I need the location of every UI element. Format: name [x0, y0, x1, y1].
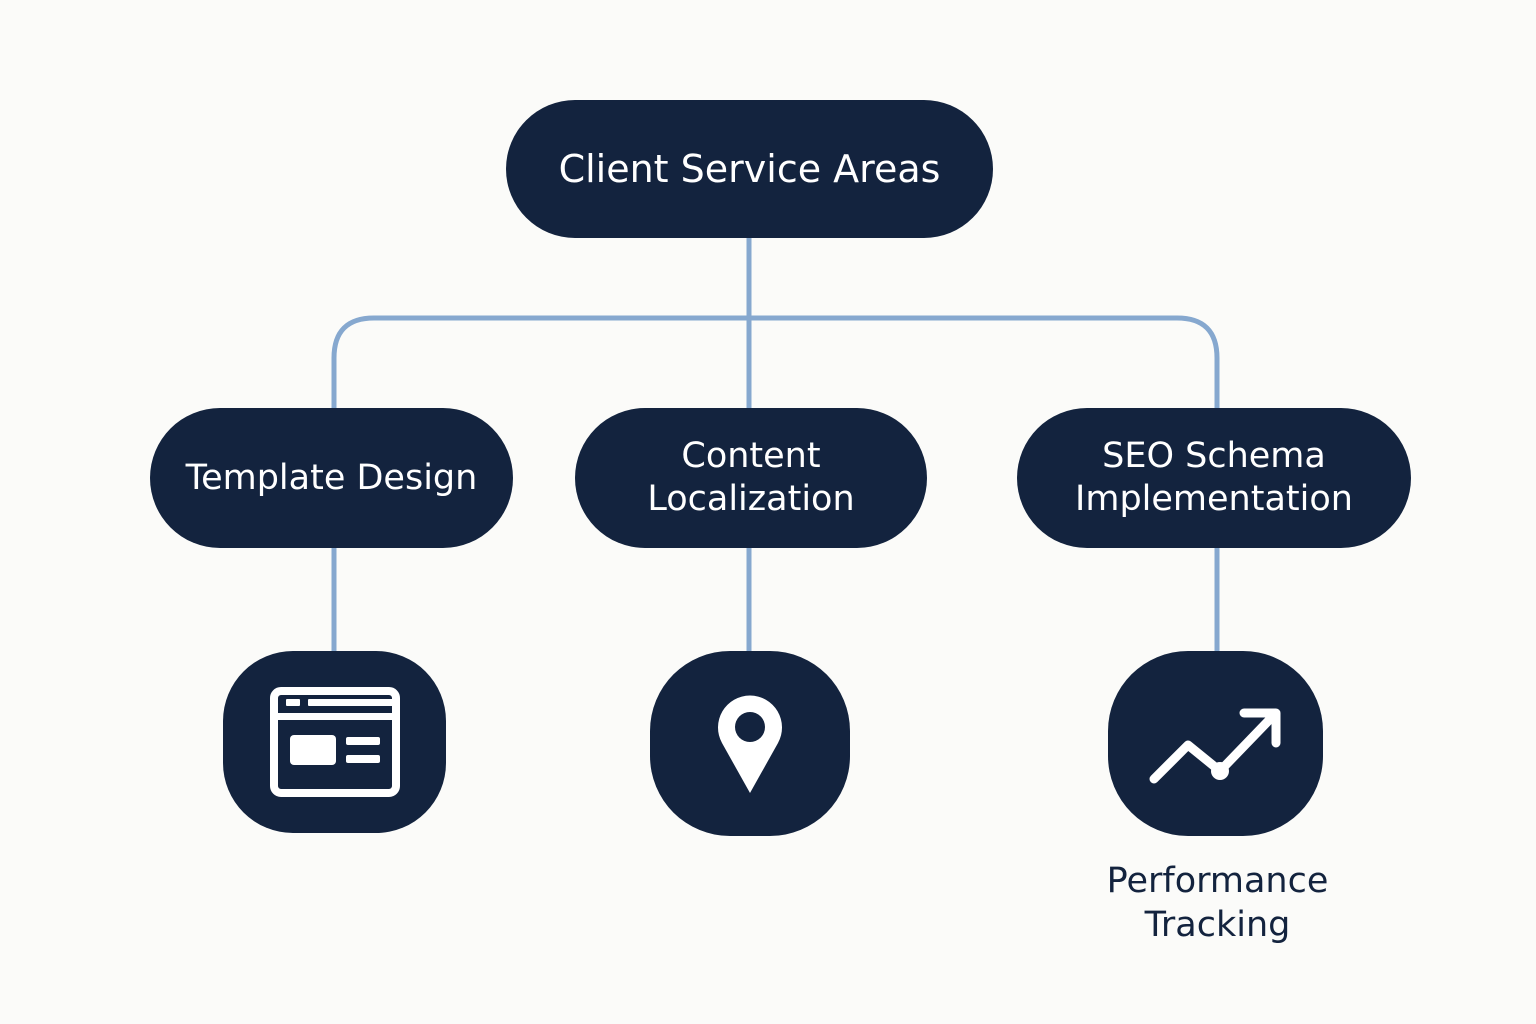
map-pin-icon	[718, 695, 782, 793]
root-node-label: Client Service Areas	[558, 146, 941, 191]
performance-tracking-caption: Performance Tracking	[1106, 861, 1329, 945]
connector-branch	[331, 315, 1220, 410]
trending-up-arrow-icon	[1149, 708, 1280, 783]
browser-window-icon	[269, 687, 400, 797]
node-seo-schema-label: SEO Schema Implementation	[1075, 436, 1353, 519]
seo-schema-tile	[1108, 651, 1323, 836]
content-localization-tile	[650, 651, 850, 836]
node-template-design-label: Template Design	[185, 457, 478, 498]
node-content-localization: Content Localization	[575, 408, 927, 548]
template-design-tile	[223, 651, 446, 833]
node-template-design: Template Design	[150, 408, 513, 548]
node-seo-schema-implementation: SEO Schema Implementation	[1017, 408, 1411, 548]
node-content-localization-label: Content Localization	[647, 436, 855, 519]
root-node: Client Service Areas	[506, 100, 993, 238]
